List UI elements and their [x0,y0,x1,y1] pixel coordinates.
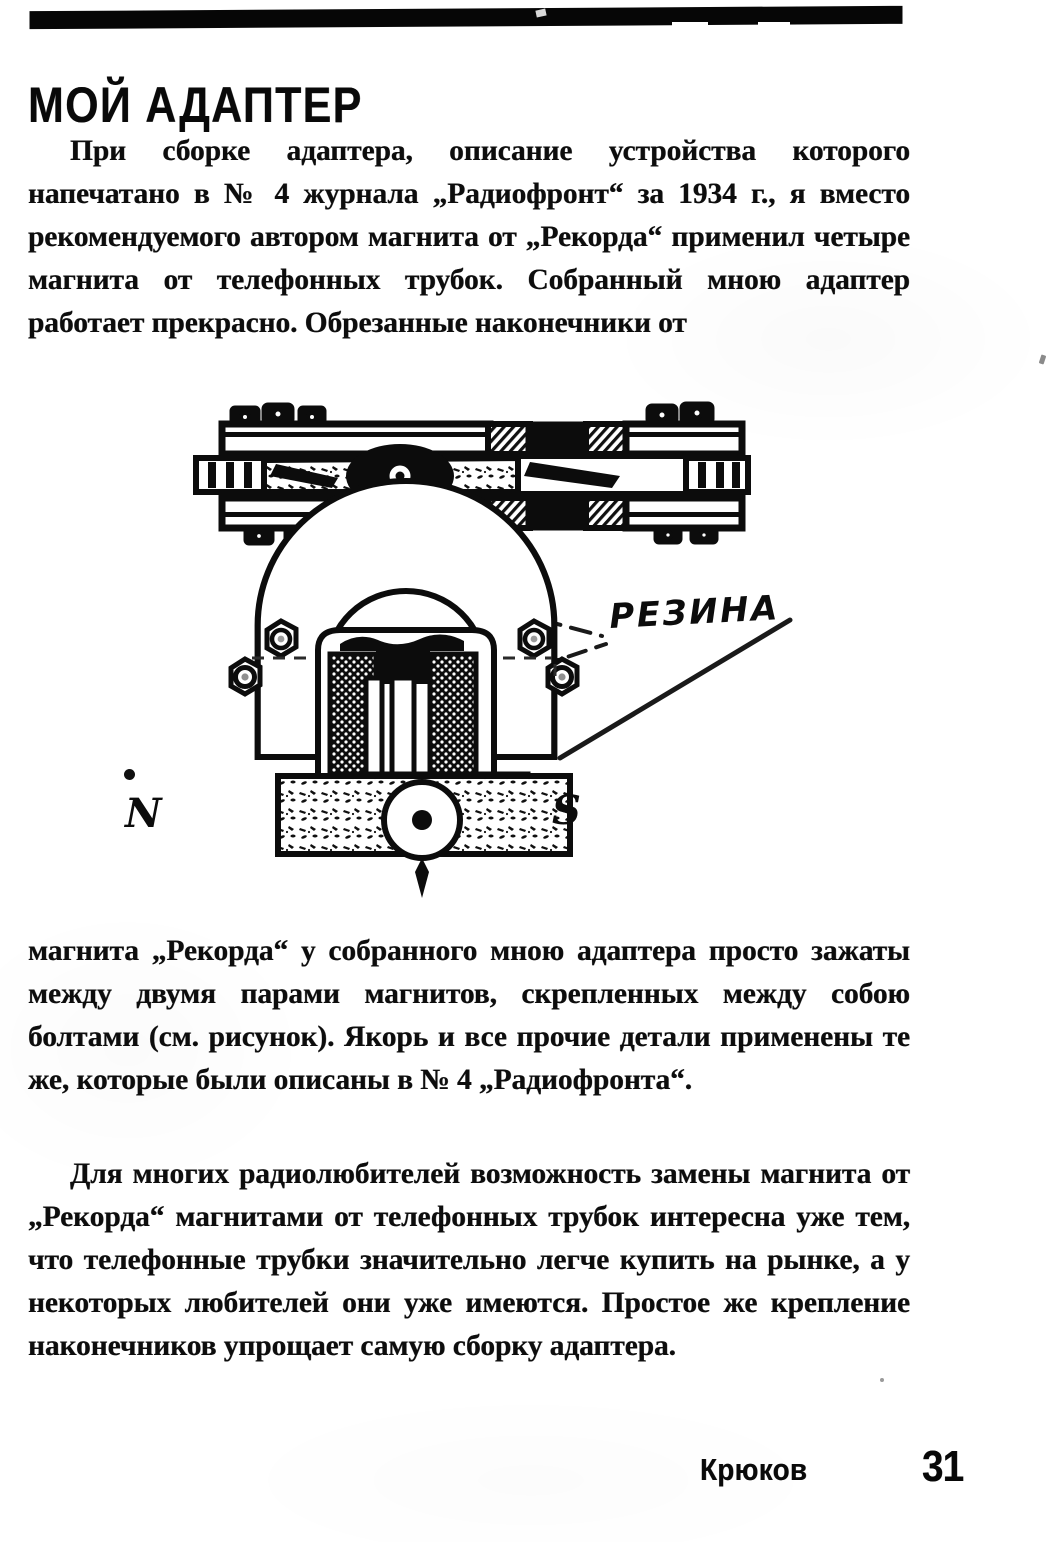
page-title: МОЙ АДАПТЕР [28,76,363,133]
rubber-pad [340,634,464,651]
needle-socket [412,810,432,830]
figure-label-rubber: РЕЗИНА [608,588,780,637]
pole-label-south: S [552,787,581,834]
magnet-body-outline [254,478,558,760]
author-byline: Крюков [700,1452,808,1487]
article-paragraph-2: магнита „Рекорда“ у собранного мною адап… [28,930,910,1102]
article-paragraph-1: При сборке адаптера, описание устройства… [28,130,910,345]
scan-speck-left-margin [124,769,135,780]
adapter-assembly-figure: РЕЗИНА [100,392,900,912]
magnet-bolt-right-upper [517,618,552,659]
scan-speck-lower [880,1378,884,1382]
magnet-bolt-left-lower [228,656,263,697]
page-number: 31 [922,1442,964,1491]
header-rule-nick [672,22,708,26]
gramophone-needle [415,858,429,898]
pole-label-north: N [123,790,163,837]
magnet-bolt-left-upper [264,618,299,659]
front-view-horseshoe-magnet [228,478,580,898]
paragraph-2-text: магнита „Рекорда“ у собранного мною адап… [28,935,910,1096]
paragraph-3-text: Для многих радиолюбителей возможность за… [28,1158,910,1362]
article-paragraph-3: Для многих радиолюбителей возможность за… [28,1153,910,1368]
leader-line-magnet-edge [557,617,793,761]
paragraph-1-text: При сборке адаптера, описание устройства… [28,135,910,339]
coil-winding-right [427,651,479,777]
header-rule-nick-secondary [758,22,790,26]
scan-speck-right-margin [1038,354,1047,365]
magnet-bolt-right-lower [545,656,580,697]
